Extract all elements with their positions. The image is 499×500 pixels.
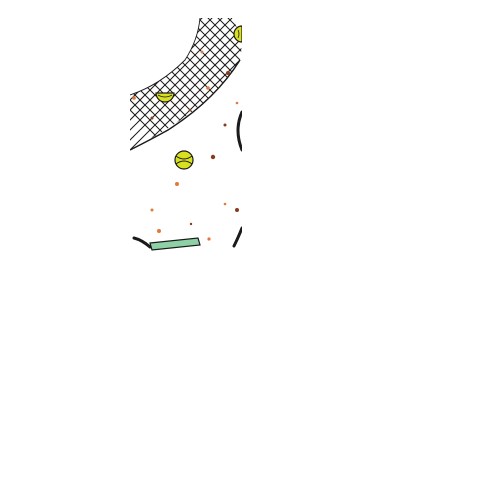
racket-frame-edge	[232, 226, 242, 248]
decorative-dots	[132, 50, 239, 241]
tennis-pattern-artwork	[130, 18, 242, 251]
tennis-ball-icon	[233, 25, 242, 43]
racket-handle-icon	[132, 236, 201, 251]
tennis-net-icon	[130, 18, 242, 151]
racket-frame-edge	[236, 110, 242, 152]
tennis-ball-icon	[174, 150, 194, 170]
tennis-ball-icon	[155, 92, 175, 103]
